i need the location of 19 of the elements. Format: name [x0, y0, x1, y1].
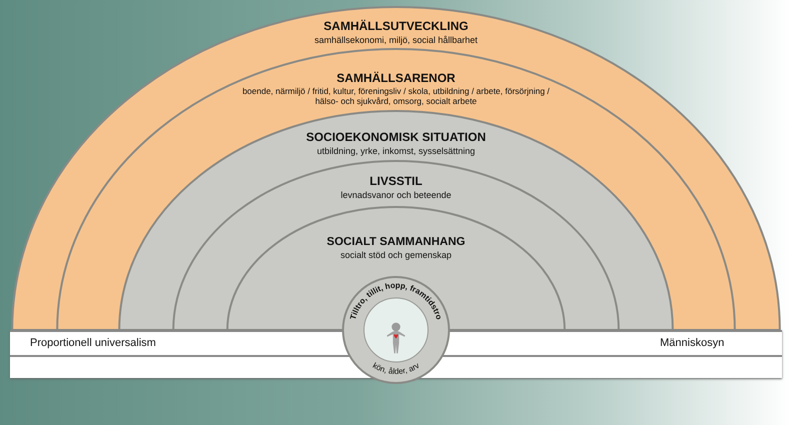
band-subtitle: samhällsekonomi, miljö, social hållbarhet	[313, 35, 479, 46]
band-title: SOCIOEKONOMISK SITUATION	[305, 131, 487, 145]
semicircle-band	[118, 110, 674, 330]
band-subtitle: socialt stöd och gemenskap	[339, 250, 453, 260]
band-subtitle: boende, närmiljö / fritid, kultur, föreningsliv / skola, utbildning / arbete, försörjning / hälso- och sjukvård, omsorg, socialt arbete	[241, 87, 551, 107]
centre-circle	[342, 276, 450, 384]
band-subtitle: utbildning, yrke, inkomst, sysselsättning	[316, 146, 476, 156]
band-title: SAMHÄLLSUTVECKLING	[322, 20, 470, 34]
semicircle-band	[11, 6, 781, 330]
bar-label: Människosyn	[660, 337, 724, 349]
band-title: SOCIALT SAMMANHANG	[326, 236, 466, 250]
bar-label: Proportionell universalism	[30, 337, 156, 349]
semicircle-band	[56, 48, 736, 330]
person-icon	[386, 322, 406, 354]
band-subtitle: levnadsvanor och beteende	[340, 190, 452, 200]
circle-text: kön, ålder, arv	[371, 360, 421, 376]
band-title: SAMHÄLLSARENOR	[336, 72, 456, 86]
semicircle-band	[172, 160, 620, 330]
band-title: LIVSSTIL	[368, 175, 424, 189]
